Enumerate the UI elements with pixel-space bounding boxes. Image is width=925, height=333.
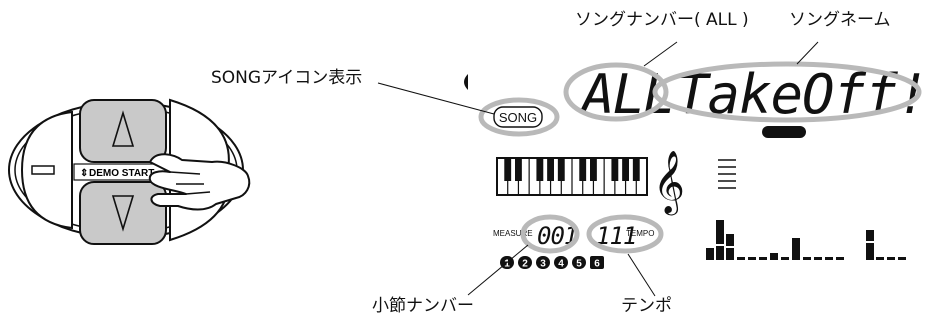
callout-song-icon-line [377,82,495,115]
minus-button[interactable] [20,110,73,230]
song-name-callout-label: ソングネーム [789,10,891,30]
beat-badge [572,256,586,269]
beat-indicators: 1 2 3 4 5 6 [500,256,604,270]
control-panel: ⇕ DEMO START [8,98,251,245]
black-key [515,158,522,181]
song-icon-callout-label: SONGアイコン表示 [211,68,363,88]
black-key [557,158,565,181]
demo-start-label: DEMO START [89,168,154,179]
up-button[interactable] [79,99,167,163]
minus-icon [31,165,55,175]
song-icon-text: SONG [499,110,537,125]
demo-start-arrows-icon: ⇕ [80,168,88,179]
measure-highlight [520,214,580,254]
pointing-hand-icon [148,153,251,211]
beat-number: 4 [558,259,564,270]
callout-song-number-line [643,41,678,67]
lcd-left-marker [464,74,468,90]
tempo-label: TEMPO [626,229,654,238]
beat-number: 2 [522,259,528,270]
staff-lines [718,159,736,189]
down-triangle-icon [111,195,135,232]
callout-tempo-line [627,253,656,297]
black-key [622,158,629,181]
lcd-keyboard [496,157,648,196]
song-icon-frame [493,106,543,128]
lcd-dash-bar [762,126,806,138]
beat-number: 3 [540,259,546,270]
tempo-highlight [586,214,664,254]
song-name-highlight [652,61,922,123]
up-triangle-icon [111,110,135,147]
black-key [536,158,544,181]
beat-badge [536,256,550,269]
down-button[interactable] [79,181,167,245]
tempo-callout-label: テンポ [621,296,672,316]
song-number-highlight [563,62,669,122]
black-key [590,158,597,181]
level-meter [706,220,906,260]
song-number-callout-label: ソングナンバー( ALL ) [575,10,749,30]
measure-callout-label: 小節ナンバー [372,296,474,316]
black-key [632,158,640,181]
lcd-display: SONG ALL TakeOff! 𝄞 [464,61,925,270]
black-key [579,158,587,181]
black-key [547,158,554,181]
beat-badge [554,256,568,269]
callout-song-name-line [796,41,819,65]
song-icon-highlight [478,97,560,137]
beat-badge [518,256,532,269]
callout-measure-line [467,244,529,296]
beat-number: 1 [504,259,510,270]
treble-clef-icon: 𝄞 [653,150,685,216]
beat-number: 5 [576,259,582,270]
black-key [504,158,512,181]
measure-label: MEASURE [493,229,533,238]
black-key [611,158,619,181]
beat-badge [590,256,604,269]
callout-lines [377,41,819,297]
beat-number: 6 [594,259,600,270]
